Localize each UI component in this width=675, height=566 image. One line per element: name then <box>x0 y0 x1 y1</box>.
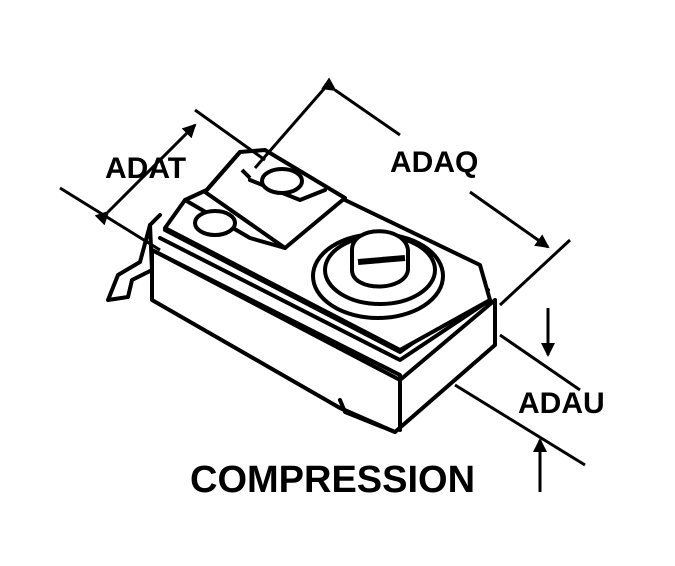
mounting-hole-front <box>193 209 237 237</box>
adjustment-screw <box>311 229 445 320</box>
diagram-caption: COMPRESSION <box>190 459 475 501</box>
dim-label-adat: ADAT <box>105 152 186 185</box>
hole-notch <box>240 168 252 180</box>
dim-label-adaq: ADAQ <box>390 146 478 179</box>
dim-label-adau: ADAU <box>518 387 605 420</box>
dimension-lines <box>59 77 586 492</box>
mounting-hole-rear <box>260 167 304 195</box>
